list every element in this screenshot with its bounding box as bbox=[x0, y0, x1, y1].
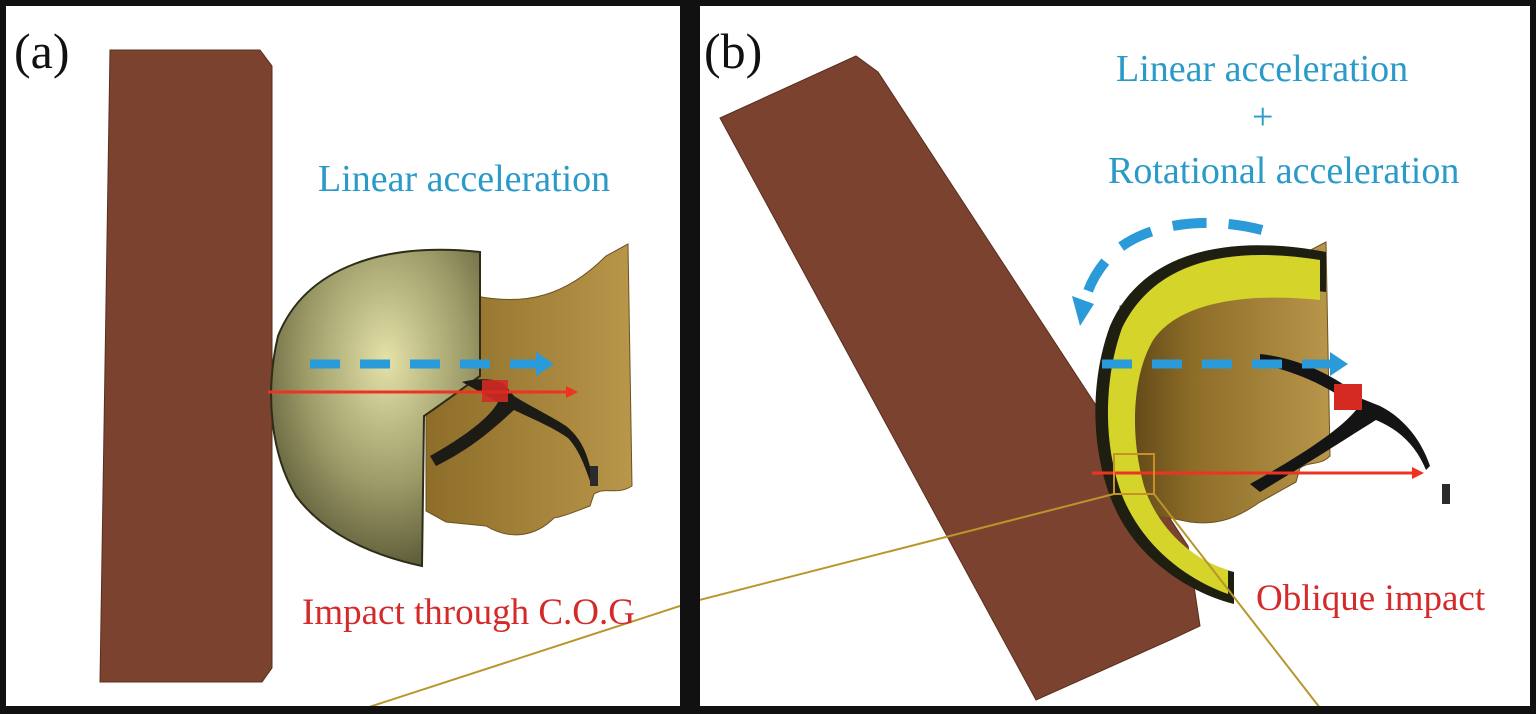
impact-cog-label: Impact through C.O.G bbox=[302, 592, 635, 633]
panel-b: (b) Linear acceleration + Rotational acc… bbox=[700, 6, 1530, 706]
chin-strap bbox=[430, 379, 596, 486]
helmet-liner bbox=[1107, 254, 1320, 594]
strap-buckle bbox=[1442, 484, 1450, 504]
linear-acceleration-label: Linear acceleration bbox=[318, 158, 611, 200]
strap-buckle bbox=[590, 466, 598, 486]
callout-box bbox=[1113, 453, 1155, 495]
impact-arrowhead bbox=[566, 386, 578, 398]
panel-b-illustration bbox=[700, 55, 1450, 706]
helmet-shell bbox=[270, 248, 481, 568]
panel-b-label: (b) bbox=[704, 23, 763, 79]
cog-marker bbox=[482, 380, 508, 402]
rotational-acceleration-arrow bbox=[1079, 217, 1264, 308]
panel-a-illustration bbox=[99, 49, 680, 706]
linear-acceleration-label: Linear acceleration bbox=[1116, 48, 1409, 90]
oblique-impact-label: Oblique impact bbox=[1256, 578, 1486, 619]
panel-a: (a) Linear acceleration Impact through C… bbox=[6, 6, 680, 706]
callout-line bbox=[368, 605, 680, 706]
callout-line-left bbox=[700, 493, 1115, 601]
linear-acceleration-arrowhead bbox=[1330, 352, 1348, 376]
plus-sign: + bbox=[1252, 96, 1274, 138]
cog-marker bbox=[1334, 384, 1362, 410]
impact-arrowhead bbox=[1412, 467, 1424, 479]
panel-a-label: (a) bbox=[14, 23, 70, 79]
callout-line-right bbox=[1153, 493, 1320, 706]
impactor-block bbox=[99, 49, 273, 683]
linear-acceleration-arrowhead bbox=[536, 352, 554, 376]
chin-strap bbox=[1250, 354, 1430, 492]
rotational-acceleration-label: Rotational acceleration bbox=[1108, 150, 1460, 192]
rotational-arrowhead bbox=[1072, 296, 1094, 326]
